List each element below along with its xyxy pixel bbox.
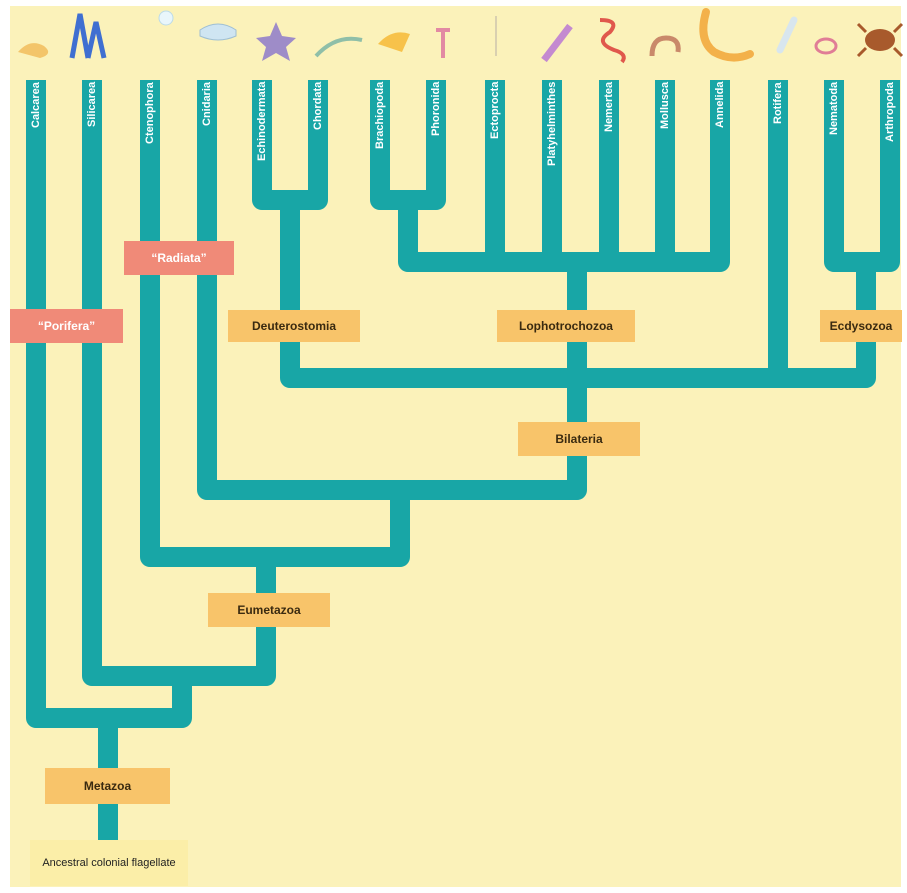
comb-jelly-icon bbox=[158, 10, 174, 26]
crab-icon bbox=[856, 22, 904, 58]
ecdysozoa-label: Ecdysozoa bbox=[820, 310, 902, 342]
taxon-label-ctenophora: Ctenophora bbox=[144, 82, 156, 144]
taxon-label-brachiopoda: Brachiopoda bbox=[374, 82, 386, 150]
ancestral-colonial-flagellate-label: Ancestral colonial flagellate bbox=[30, 840, 188, 886]
branch-lophotrochozoa bbox=[370, 80, 730, 378]
taxon-label-calcarea: Calcarea bbox=[30, 82, 42, 128]
snail-icon bbox=[649, 35, 681, 57]
organism-illustrations bbox=[18, 8, 904, 64]
taxon-label-rotifera: Rotifera bbox=[772, 82, 784, 124]
metazoa-label: Metazoa bbox=[45, 768, 170, 804]
deuterostomia-label: Deuterostomia bbox=[228, 310, 360, 342]
lophotrochozoa-label: Lophotrochozoa bbox=[497, 310, 635, 342]
sponge-icon bbox=[18, 43, 49, 58]
rotifer-icon bbox=[776, 16, 798, 54]
taxon-label-annelida: Annelida bbox=[714, 82, 726, 129]
earthworm-icon bbox=[699, 8, 754, 62]
taxon-label-phoronida: Phoronida bbox=[430, 82, 442, 137]
fish-icon bbox=[314, 36, 363, 58]
blue-sponge-icon bbox=[69, 13, 107, 59]
branch-ecdysozoa bbox=[824, 80, 900, 272]
porifera-label: “Porifera” bbox=[10, 309, 123, 343]
eumetazoa-label: Eumetazoa bbox=[208, 593, 330, 627]
radiata-label: “Radiata” bbox=[124, 241, 234, 275]
lamp-shell-icon bbox=[378, 32, 410, 52]
taxon-label-nematoda: Nematoda bbox=[828, 82, 840, 136]
taxon-label-silicarea: Silicarea bbox=[86, 82, 98, 128]
flatworm-icon bbox=[541, 23, 573, 63]
taxon-label-cnidaria: Cnidaria bbox=[201, 82, 213, 127]
jellyfish-icon bbox=[199, 23, 237, 41]
bilateria-label: Bilateria bbox=[518, 422, 640, 456]
taxon-label-platyhelminthes: Platyhelminthes bbox=[546, 82, 558, 167]
taxon-label-arthropoda: Arthropoda bbox=[884, 82, 896, 142]
sea-star-icon bbox=[256, 22, 296, 61]
taxon-label-mollusca: Mollusca bbox=[659, 82, 671, 130]
taxon-label-chordata: Chordata bbox=[312, 82, 324, 131]
roundworm-icon bbox=[814, 37, 838, 55]
taxon-label-nemertea: Nemertea bbox=[603, 82, 615, 133]
ribbon-worm-icon bbox=[599, 18, 626, 64]
phoronid-icon bbox=[436, 28, 450, 58]
taxon-label-ectoprocta: Ectoprocta bbox=[489, 82, 501, 140]
taxon-label-echinodermata: Echinodermata bbox=[256, 82, 268, 162]
